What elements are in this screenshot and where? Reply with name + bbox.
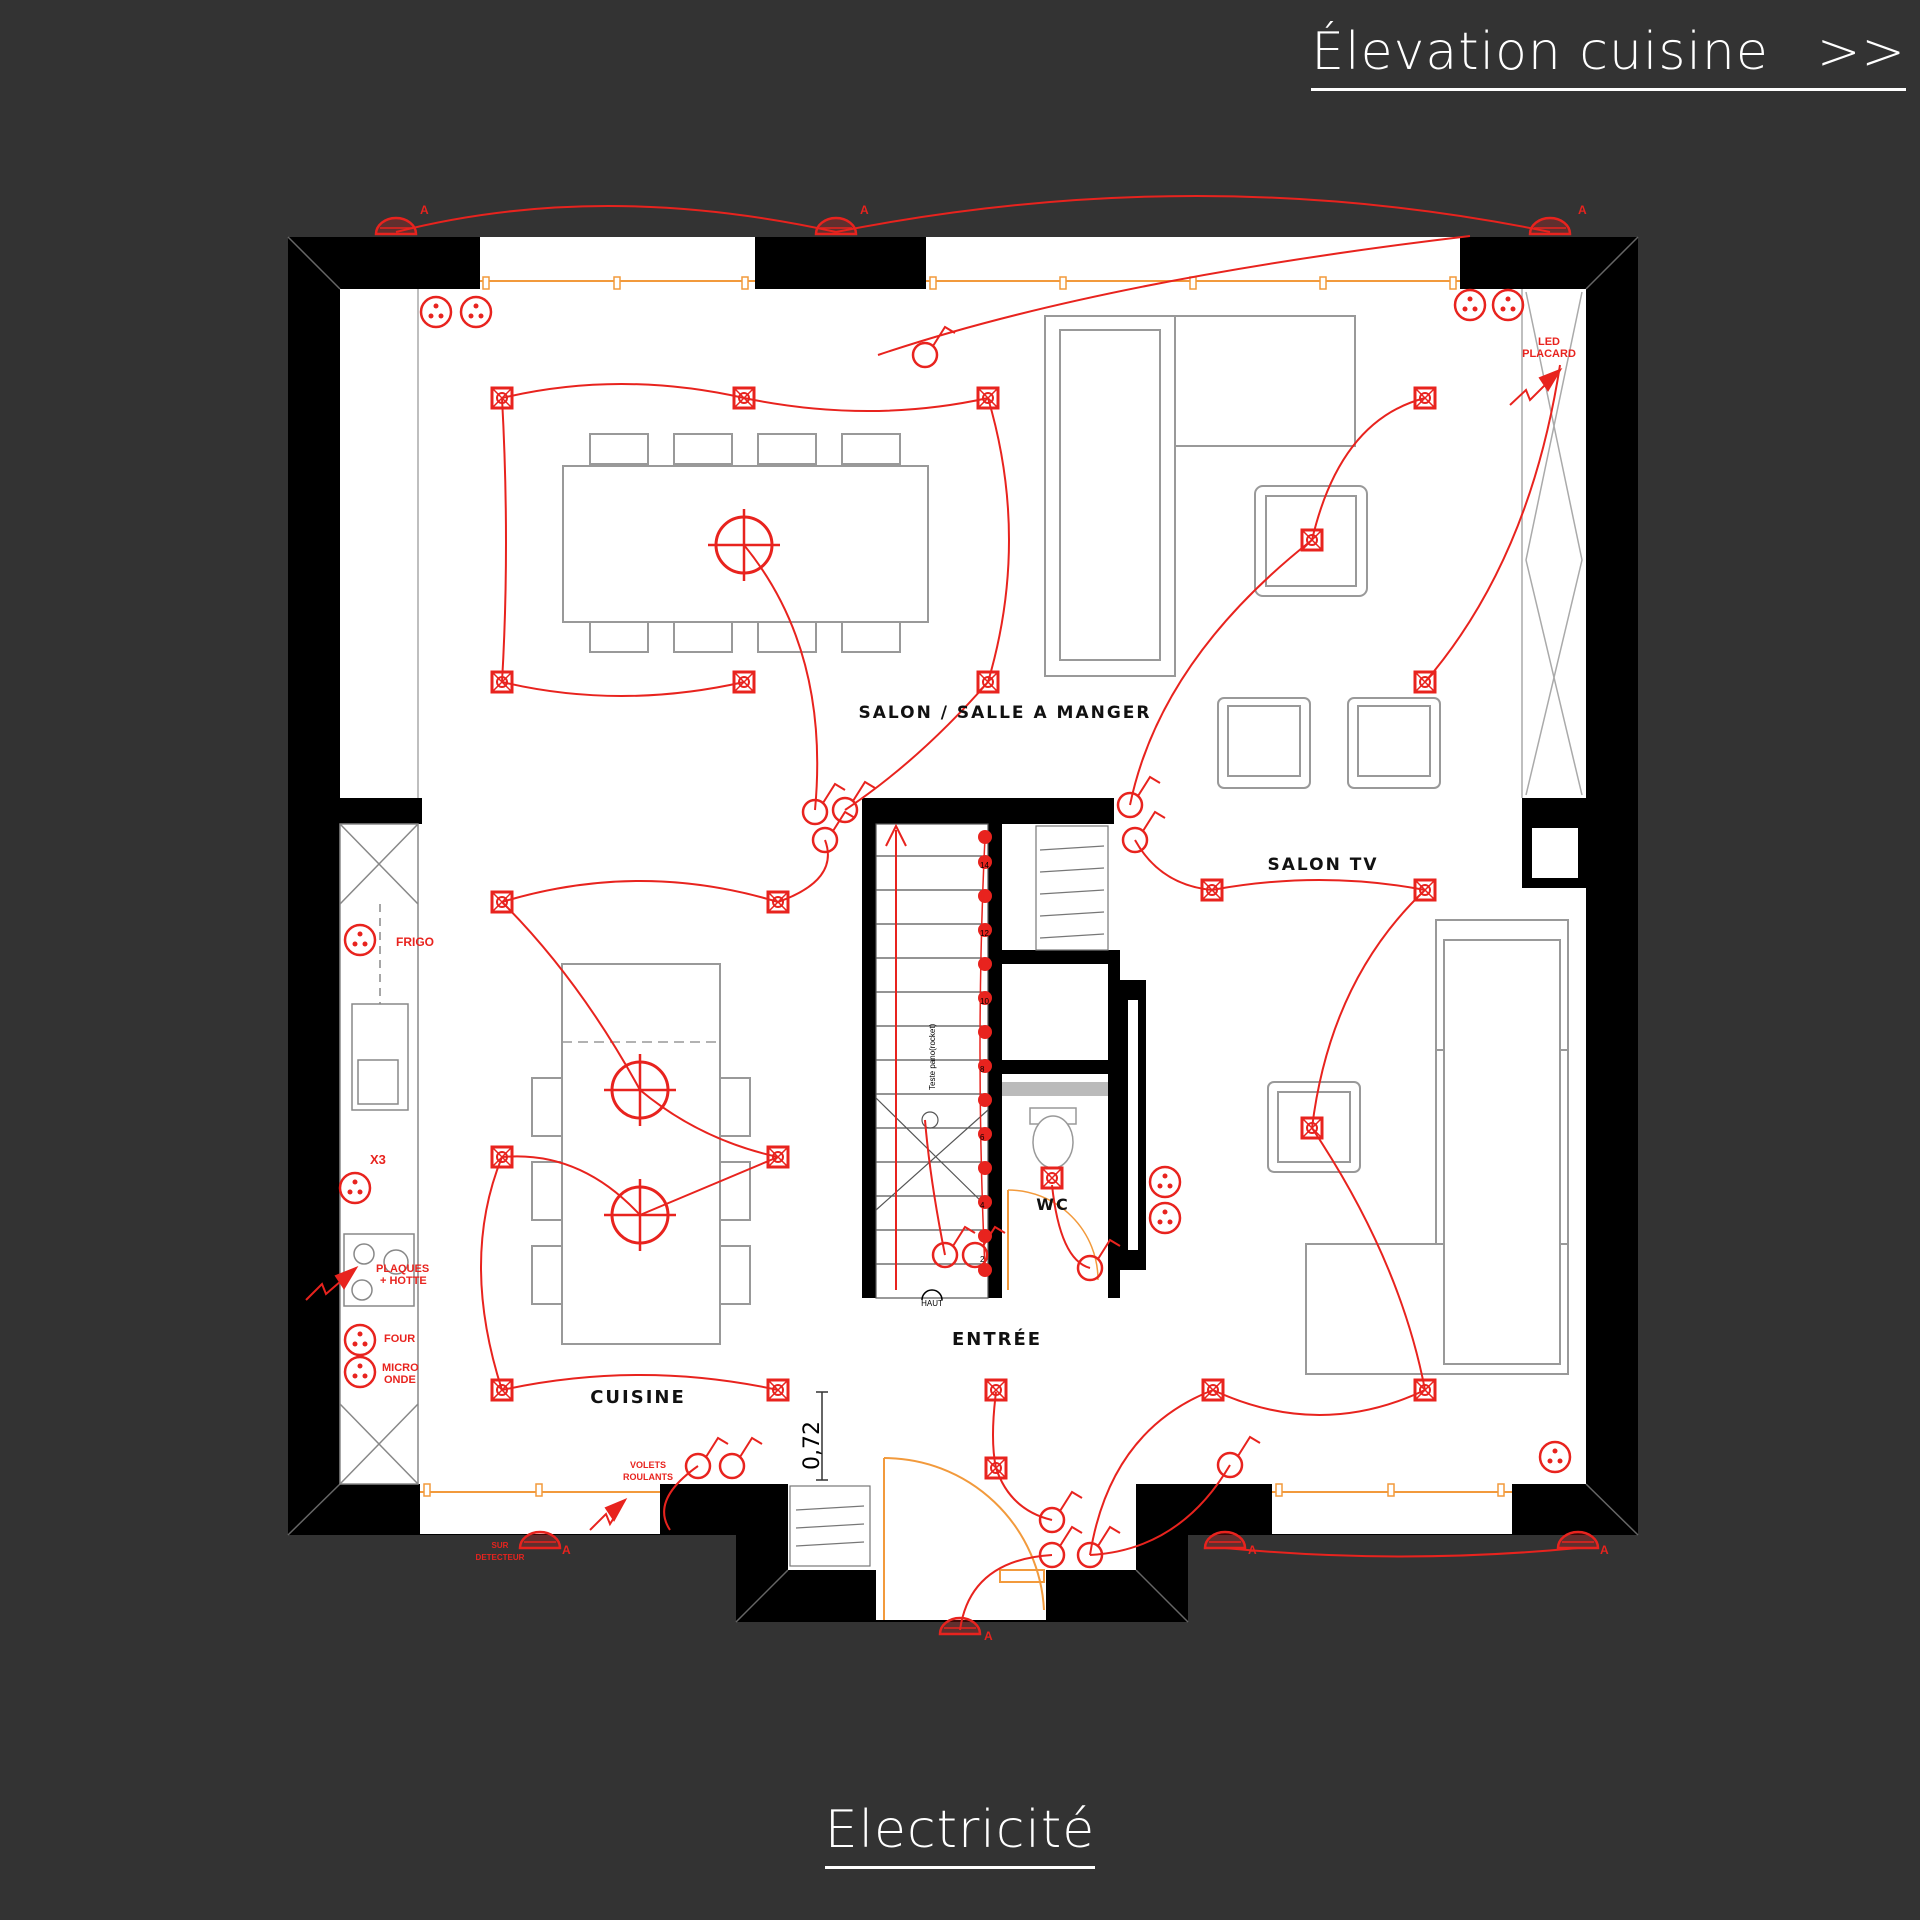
label-detecteur: DETECTEUR [476, 1553, 525, 1562]
marker-a: A [1578, 203, 1587, 217]
haut-marker [921, 1289, 943, 1301]
label-frigo: FRIGO [396, 935, 434, 949]
label-onde: ONDE [384, 1374, 416, 1386]
dimension-label: 0,72 [800, 1421, 825, 1470]
step-number: 8 [980, 1065, 985, 1074]
next-page-link[interactable]: Élevation cuisine >> [1311, 22, 1906, 91]
next-arrow-icon: >> [1816, 22, 1906, 82]
label-haut: HAUT [921, 1299, 943, 1308]
wc-room [1002, 1074, 1108, 1298]
label-roulants: ROULANTS [623, 1472, 673, 1482]
label-placard: PLACARD [1522, 348, 1576, 360]
sofa-l [1044, 315, 1356, 677]
room-label-wc: WC [1036, 1195, 1069, 1214]
dining-table [562, 433, 929, 653]
label-volets: VOLETS [630, 1460, 666, 1470]
front-door [883, 1456, 1045, 1620]
dimension-line [816, 1391, 828, 1481]
room-label-salon-salle: SALON / SALLE A MANGER [859, 703, 1152, 723]
room-label-cuisine: CUISINE [590, 1387, 686, 1408]
next-page-label: Élevation cuisine [1311, 22, 1769, 82]
niche [1532, 828, 1578, 878]
page-caption-text: Electricité [824, 1800, 1096, 1869]
stair-arrow-head [885, 823, 907, 847]
label-plaques: PLAQUES [376, 1263, 429, 1275]
stair-step-numbers: 14 12 10 8 6 4 2 [980, 861, 989, 1264]
stair-note: Teste pano(rocket) [928, 1023, 937, 1090]
marker-a: A [1600, 1543, 1609, 1557]
kitchen-counter [339, 823, 419, 1485]
sofa-tv [1305, 919, 1569, 1375]
label-hotte: + HOTTE [380, 1275, 427, 1287]
step-number: 6 [980, 1133, 985, 1142]
label-sur: SUR [492, 1541, 509, 1550]
page-caption: Electricité [0, 1800, 1920, 1869]
marker-a: A [562, 1543, 571, 1557]
step-number: 12 [980, 929, 989, 938]
step-number: 4 [980, 1201, 985, 1210]
wiring [395, 195, 1579, 1631]
entry-step [789, 1485, 871, 1567]
label-x3: X3 [370, 1152, 386, 1167]
marker-a: A [1248, 1543, 1257, 1557]
label-four: FOUR [384, 1333, 415, 1345]
window-mullions [423, 276, 1505, 1497]
staircase [866, 823, 989, 1299]
step-number: 14 [980, 861, 989, 870]
stair-light-wire [979, 836, 986, 1271]
kitchen-island [531, 963, 751, 1345]
marker-a: A [860, 203, 869, 217]
closet [1035, 825, 1109, 951]
label-micro: MICRO [382, 1362, 419, 1374]
room-label-salon-tv: SALON TV [1268, 855, 1379, 875]
marker-a: A [984, 1629, 993, 1643]
marker-a: A [420, 203, 429, 217]
wall-corner-lines [287, 236, 1639, 1623]
marker-a-labels: A A A A A A A [420, 203, 1609, 1643]
step-number: 10 [980, 997, 989, 1006]
lightning-arrows [305, 367, 1563, 1531]
wc-partition [1128, 1000, 1138, 1250]
room-label-entree: ENTRÉE [952, 1328, 1042, 1350]
label-led: LED [1538, 336, 1560, 348]
step-number: 2 [980, 1255, 985, 1264]
